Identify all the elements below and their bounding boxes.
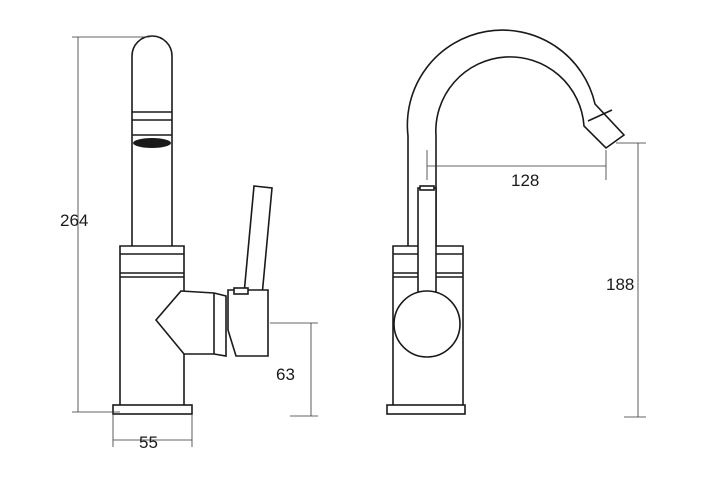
aerator-outlet xyxy=(133,138,171,148)
side-lever-hub xyxy=(227,289,269,357)
tap-front-view xyxy=(386,29,626,415)
dim-height-total xyxy=(72,36,150,413)
front-aerator-band xyxy=(587,109,613,122)
dim-spout-height xyxy=(616,142,646,418)
front-base-plate xyxy=(386,404,466,415)
label-lever-height: 63 xyxy=(276,365,295,384)
front-lever-disc xyxy=(393,290,461,358)
label-base-width: 55 xyxy=(139,433,158,452)
side-cartridge-housing xyxy=(154,290,227,357)
side-lever-handle xyxy=(243,185,273,297)
label-spout-reach: 128 xyxy=(511,171,540,190)
front-spout-arc xyxy=(406,29,626,255)
side-base-plate xyxy=(112,404,193,415)
dim-base-width xyxy=(112,414,193,447)
label-spout-height: 188 xyxy=(606,275,635,294)
label-height-total: 264 xyxy=(60,211,89,230)
dim-spout-reach xyxy=(426,150,607,180)
tap-side-view xyxy=(112,35,273,415)
dim-lever-height xyxy=(270,322,318,417)
side-lever-cap xyxy=(233,287,249,295)
front-lever-stem xyxy=(417,187,437,297)
front-lever-cap xyxy=(419,185,435,191)
